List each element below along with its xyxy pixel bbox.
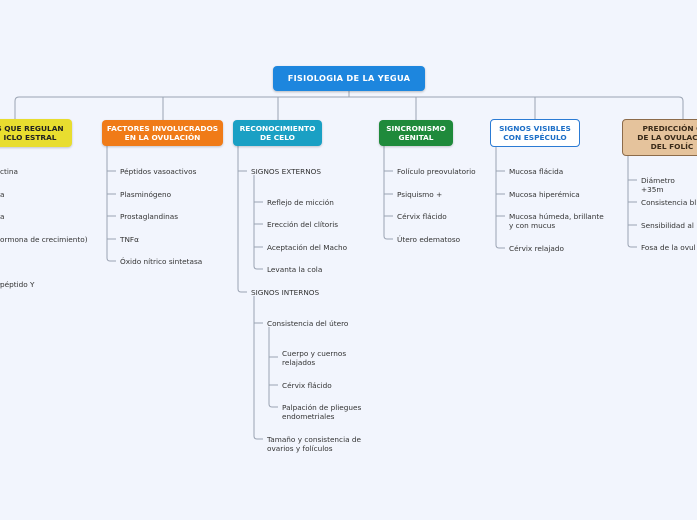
signos-externos-label[interactable]: SIGNOS EXTERNOS bbox=[251, 167, 322, 176]
leaf-externo-0[interactable]: Reflejo de micción bbox=[267, 198, 334, 207]
branch-corner-left bbox=[14, 96, 20, 102]
consistencia-utero[interactable]: Consistencia del útero bbox=[267, 319, 349, 328]
root-node[interactable]: FISIOLOGIA DE LA YEGUA bbox=[273, 66, 425, 91]
b6-spine bbox=[627, 156, 637, 248]
leaf-b5-1[interactable]: Mucosa hiperémica bbox=[509, 190, 580, 199]
leaf-b2-3[interactable]: TNFα bbox=[120, 235, 139, 244]
leaf-utero-0[interactable]: Cuerpo y cuernos relajados bbox=[282, 349, 347, 367]
b2-spine bbox=[106, 146, 116, 262]
leaf-b1-2[interactable]: a bbox=[0, 212, 5, 221]
leaf-b4-3[interactable]: Útero edematoso bbox=[397, 235, 461, 244]
leaf-b1-4[interactable]: péptido Y bbox=[0, 280, 35, 289]
leaf-b6-3[interactable]: Fosa de la ovul bbox=[641, 243, 696, 252]
leaf-b1-1[interactable]: a bbox=[0, 190, 5, 199]
leaf-b5-3[interactable]: Cérvix relajado bbox=[509, 244, 564, 253]
leaf-b2-2[interactable]: Prostaglandinas bbox=[120, 212, 179, 221]
b1-spine bbox=[0, 283, 2, 285]
b3-ext-spine bbox=[253, 175, 263, 270]
leaf-b6-2[interactable]: Sensibilidad al bbox=[641, 221, 694, 230]
leaf-utero-1[interactable]: Cérvix flácido bbox=[282, 381, 332, 390]
leaf-b5-2[interactable]: Mucosa húmeda, brillante y con mucus bbox=[509, 212, 604, 230]
leaf-externo-1[interactable]: Erección del clítoris bbox=[267, 220, 339, 229]
branch-factores-ovulacion[interactable]: FACTORES INVOLUCRADOS EN LA OVULACIÓN bbox=[102, 120, 223, 146]
branch-signos-especulo[interactable]: SIGNOS VISIBLES CON ESPÉCULO bbox=[490, 119, 580, 147]
b5-spine bbox=[495, 147, 505, 249]
leaf-utero-2[interactable]: Palpación de pliegues endometriales bbox=[282, 403, 362, 421]
leaf-b2-4[interactable]: Óxido nítrico sintetasa bbox=[120, 257, 203, 266]
b3-spine bbox=[237, 146, 247, 293]
tamano-ovarios[interactable]: Tamaño y consistencia de ovarios y folíc… bbox=[267, 435, 362, 453]
leaf-b5-0[interactable]: Mucosa flácida bbox=[509, 167, 564, 176]
leaf-b2-0[interactable]: Péptidos vasoactivos bbox=[120, 167, 197, 176]
b3-int-spine bbox=[253, 296, 263, 440]
branch-sincronismo-genital[interactable]: SINCRONISMO GENITAL bbox=[379, 120, 453, 146]
leaf-b1-0[interactable]: ctina bbox=[0, 167, 18, 176]
leaf-externo-3[interactable]: Levanta la cola bbox=[267, 265, 323, 274]
leaf-b6-1[interactable]: Consistencia bl bbox=[641, 198, 697, 207]
leaf-b4-2[interactable]: Cérvix flácido bbox=[397, 212, 447, 221]
leaf-externo-2[interactable]: Aceptación del Macho bbox=[267, 243, 348, 252]
leaf-b4-0[interactable]: Folículo preovulatorio bbox=[397, 167, 476, 176]
branch-hormonas[interactable]: S QUE REGULAN ICLO ESTRAL bbox=[0, 119, 72, 147]
branch-reconocimiento-celo[interactable]: RECONOCIMIENTO DE CELO bbox=[233, 120, 322, 146]
signos-internos-label[interactable]: SIGNOS INTERNOS bbox=[251, 288, 320, 297]
b4-spine bbox=[383, 146, 393, 240]
leaf-b1-3[interactable]: ormona de crecimiento) bbox=[0, 235, 88, 244]
branch-prediccion-ovulacion[interactable]: PREDICCIÓN C DE LA OVULACIÓ DEL FOLÍC bbox=[622, 119, 697, 156]
leaf-b4-1[interactable]: Psiquismo + bbox=[397, 190, 443, 199]
b3-utero-spine bbox=[268, 327, 278, 408]
branch-corner-right bbox=[678, 96, 684, 102]
leaf-b2-1[interactable]: Plasminógeno bbox=[120, 190, 172, 199]
leaf-b6-0[interactable]: Diámetro +35m bbox=[641, 176, 675, 194]
